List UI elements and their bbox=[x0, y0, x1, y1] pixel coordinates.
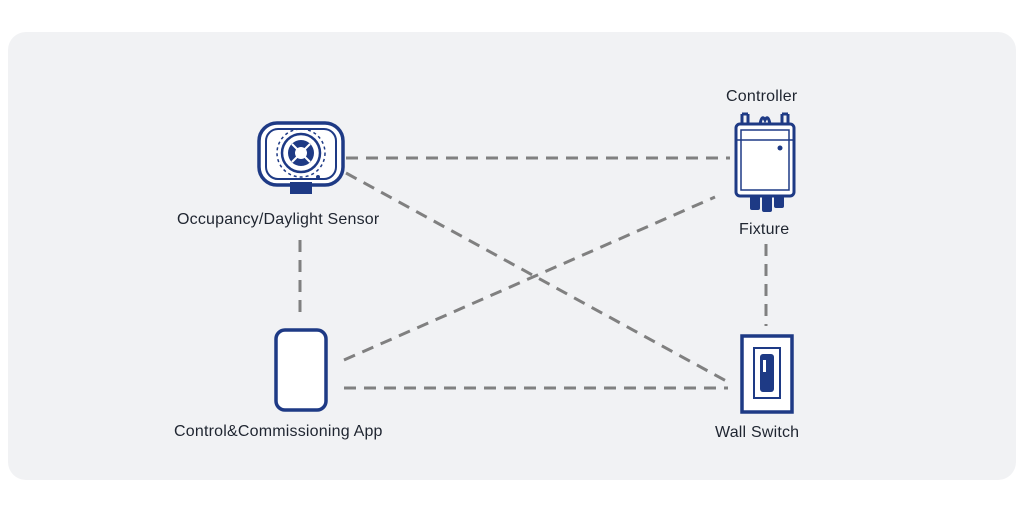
phone-icon bbox=[274, 328, 328, 412]
controller-label: Controller bbox=[726, 88, 798, 105]
fixture-label: Fixture bbox=[739, 221, 790, 238]
controller-box-icon bbox=[734, 112, 796, 212]
link-sensor-wall-switch bbox=[345, 171, 729, 384]
link-app-controller bbox=[343, 195, 716, 362]
diagram-panel bbox=[8, 32, 1016, 480]
occupancy-sensor-icon bbox=[257, 121, 345, 194]
sensor-label: Occupancy/Daylight Sensor bbox=[177, 211, 380, 228]
app-label: Control&Commissioning App bbox=[174, 423, 383, 440]
wall-switch-icon bbox=[740, 334, 794, 414]
wall-switch-label: Wall Switch bbox=[715, 424, 800, 441]
